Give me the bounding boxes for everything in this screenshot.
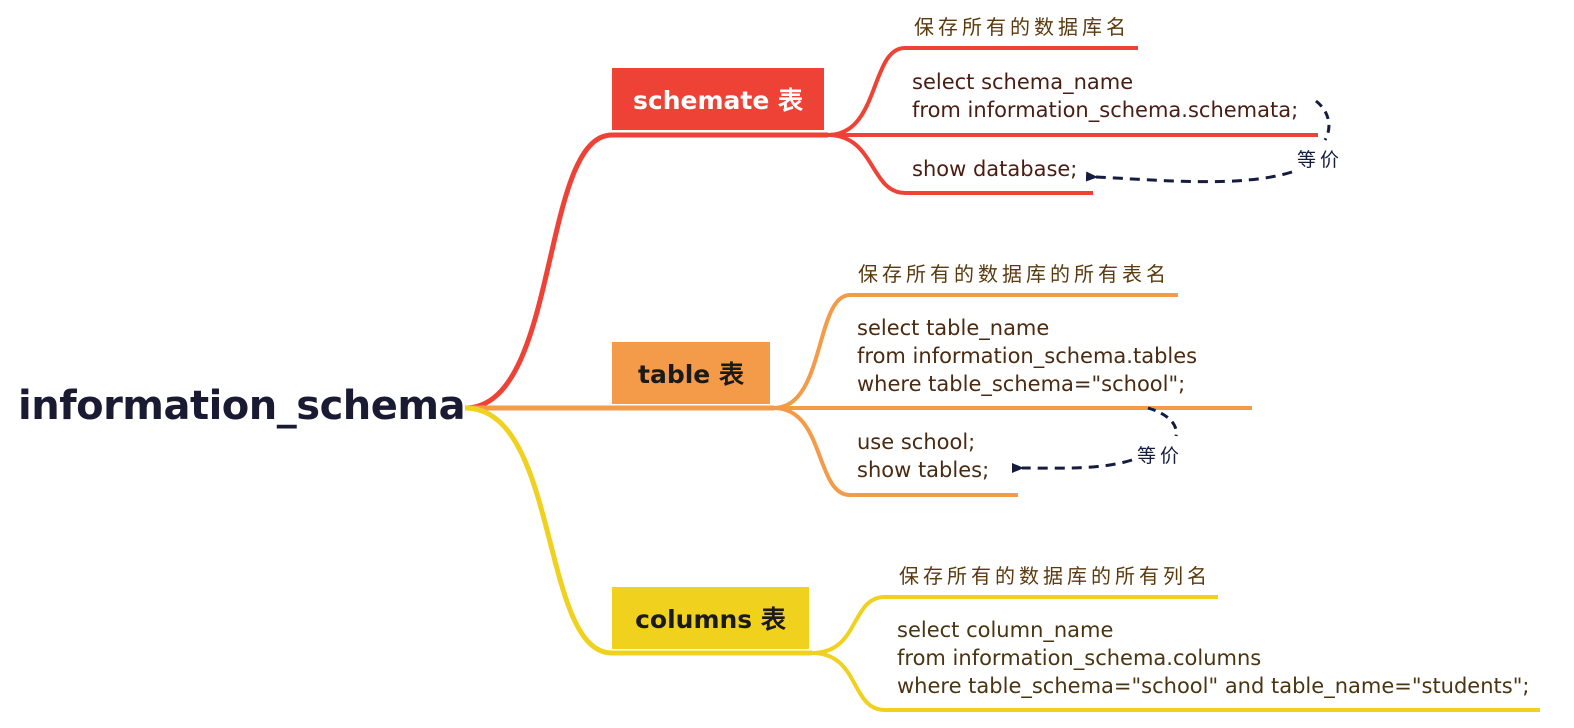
table-alternative-command: use school; show tables; — [857, 430, 990, 482]
connector-table-description — [773, 293, 1178, 410]
connector-table-alternative — [773, 406, 1018, 497]
connector-root-columns — [464, 405, 613, 656]
connector-columns-description — [811, 595, 1218, 655]
schemate-equivalence-label: 等价 — [1297, 149, 1344, 171]
root-node-information-schema: information_schema — [18, 383, 466, 429]
connector-schemate-alternative — [827, 133, 1093, 195]
schemate-equivalence-bracket — [1315, 99, 1331, 141]
connector-columns-query — [811, 651, 1540, 712]
schemate-query: select schema_name from information_sche… — [912, 70, 1299, 122]
schemate-equivalence-arrow — [1085, 170, 1293, 184]
table-equivalence-arrow — [1011, 458, 1133, 473]
table-description: 保存所有的数据库的所有表名 — [858, 262, 1170, 286]
table-query: select table_name from information_schem… — [857, 316, 1198, 396]
node-table-table: table 表 — [612, 342, 770, 404]
columns-description: 保存所有的数据库的所有列名 — [899, 564, 1211, 588]
node-schemate-table: schemate 表 — [612, 68, 824, 130]
connector-schemate-description — [827, 46, 1138, 137]
schemate-description: 保存所有的数据库名 — [914, 15, 1130, 39]
connector-root-schemate — [464, 132, 613, 411]
schemate-alternative-command: show database; — [912, 157, 1078, 181]
node-columns-table: columns 表 — [612, 587, 809, 649]
table-equivalence-bracket — [1147, 406, 1178, 437]
columns-query: select column_name from information_sche… — [897, 618, 1530, 698]
table-equivalence-label: 等价 — [1137, 445, 1184, 467]
